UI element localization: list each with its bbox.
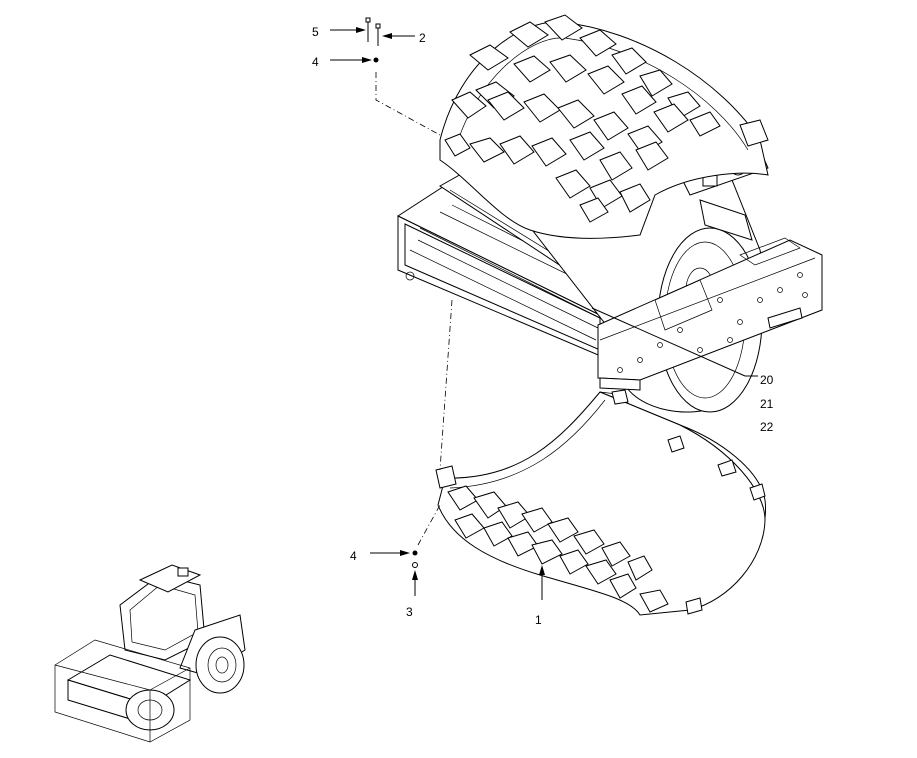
leader-20 bbox=[591, 307, 758, 377]
callout-5: 5 bbox=[312, 25, 319, 39]
callout-2: 2 bbox=[419, 31, 426, 45]
callout-labels: 5 2 4 20 21 22 4 3 1 bbox=[312, 25, 774, 627]
callout-3: 3 bbox=[406, 605, 413, 619]
upper-fasteners bbox=[330, 17, 415, 63]
padfoot-pads-upper bbox=[444, 14, 721, 223]
side-plate-bolt-holes bbox=[617, 272, 808, 373]
callout-22: 22 bbox=[760, 420, 774, 434]
lower-fasteners bbox=[370, 550, 545, 600]
upper-padfoot-shell bbox=[439, 14, 769, 239]
callout-20: 20 bbox=[760, 373, 774, 387]
callout-1: 1 bbox=[535, 613, 542, 627]
lower-padfoot-shell bbox=[435, 389, 767, 616]
callout-4-upper: 4 bbox=[312, 55, 319, 69]
assembly-centerlines bbox=[375, 72, 453, 546]
padfoot-pads-lower bbox=[447, 485, 669, 613]
callout-4-lower: 4 bbox=[350, 549, 357, 563]
callout-21: 21 bbox=[760, 397, 774, 411]
machine-locator-thumbnail bbox=[54, 564, 246, 743]
